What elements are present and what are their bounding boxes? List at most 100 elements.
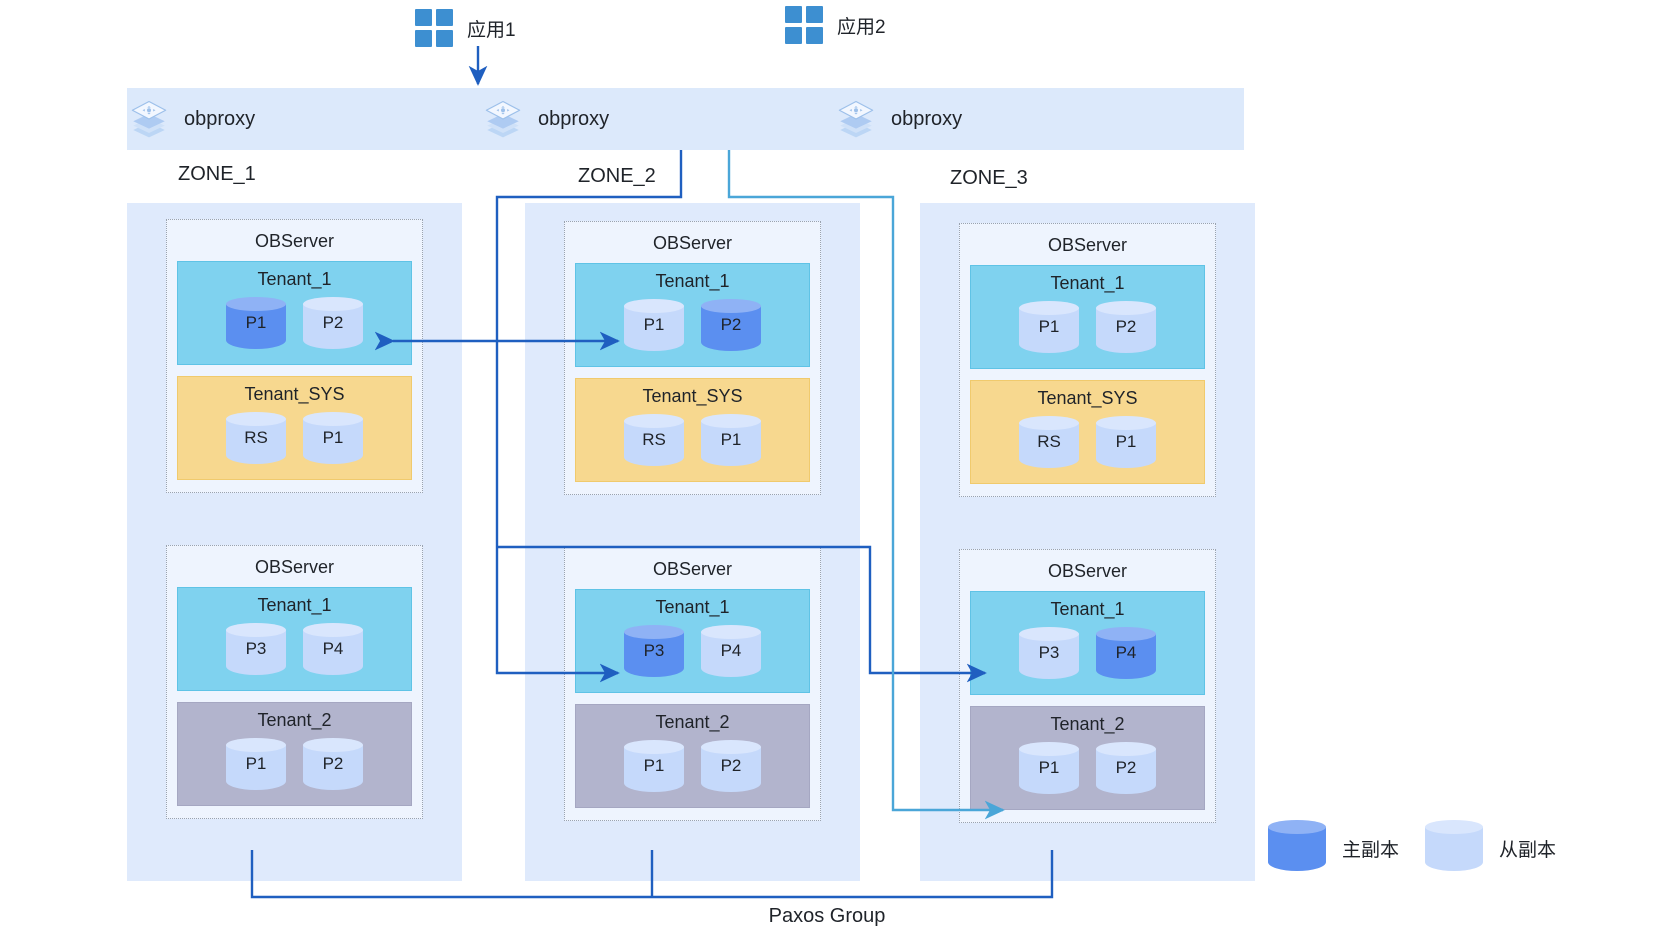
observer-title: OBServer bbox=[254, 231, 335, 251]
replica-p3-primary: P3 bbox=[624, 625, 684, 682]
cylinder-body bbox=[1096, 749, 1156, 794]
legend: 主副本 从副本 bbox=[1268, 820, 1556, 876]
cylinder-top bbox=[303, 623, 363, 637]
cylinder-top bbox=[1096, 627, 1156, 641]
replica-p2-follower: P2 bbox=[701, 740, 761, 797]
replica-label: P3 bbox=[245, 639, 267, 658]
cylinder-top bbox=[303, 297, 363, 311]
cylinder-top bbox=[226, 297, 286, 311]
replica-p1-follower: P1 bbox=[624, 740, 684, 797]
grid-4-squares-icon bbox=[415, 9, 453, 47]
tenant-tenant_sys: Tenant_SYS RS P1 bbox=[177, 376, 412, 480]
replica-p1-follower: P1 bbox=[701, 414, 761, 471]
replica-p2-follower: P2 bbox=[303, 738, 363, 795]
cylinder-body bbox=[303, 304, 363, 349]
obproxy-2: obproxy bbox=[482, 88, 609, 150]
cylinder-body bbox=[226, 419, 286, 464]
cylinder-body bbox=[1096, 634, 1156, 679]
cylinder-top bbox=[1096, 301, 1156, 315]
replica-label: P1 bbox=[322, 428, 344, 447]
replica-rs-follower: RS bbox=[1019, 416, 1079, 473]
replica-rs-follower: RS bbox=[226, 412, 286, 469]
legend-label-primary: 主副本 bbox=[1342, 839, 1400, 861]
replica-label: P3 bbox=[643, 641, 665, 660]
replica-row: RS P1 bbox=[178, 412, 411, 469]
tenant-title: Tenant_2 bbox=[655, 712, 730, 732]
tenant-tenant_sys: Tenant_SYS RS P1 bbox=[970, 380, 1205, 484]
replica-row: P1 P2 bbox=[576, 740, 809, 797]
replica-rs-follower: RS bbox=[624, 414, 684, 471]
follower-replica-icon bbox=[1425, 820, 1484, 876]
tenant-title: Tenant_SYS bbox=[642, 386, 743, 406]
app-2-label: 应用2 bbox=[837, 16, 886, 38]
replica-p2-follower: P2 bbox=[303, 297, 363, 354]
cylinder-top bbox=[1019, 742, 1079, 756]
tenant-title: Tenant_1 bbox=[1050, 273, 1125, 293]
zone-1-label: ZONE_1 bbox=[178, 163, 256, 185]
cylinder-top bbox=[1096, 416, 1156, 430]
replica-label: P1 bbox=[1038, 317, 1060, 336]
cylinder-body bbox=[226, 745, 286, 790]
cylinder-body bbox=[1019, 423, 1079, 468]
cylinder-top bbox=[226, 412, 286, 426]
cylinder-top bbox=[1096, 742, 1156, 756]
replica-row: RS P1 bbox=[971, 416, 1204, 473]
observer-title: OBServer bbox=[652, 233, 733, 253]
cylinder-top bbox=[1019, 301, 1079, 315]
obproxy-3-label: obproxy bbox=[891, 107, 963, 130]
tenant-title: Tenant_SYS bbox=[1037, 388, 1138, 408]
obproxy-3: obproxy bbox=[835, 88, 962, 150]
replica-p1-follower: P1 bbox=[1096, 416, 1156, 473]
replica-p2-primary: P2 bbox=[701, 299, 761, 356]
observer-title: OBServer bbox=[254, 557, 335, 577]
replica-p2-follower: P2 bbox=[1096, 301, 1156, 358]
replica-p4-follower: P4 bbox=[701, 625, 761, 682]
cylinder-body bbox=[1019, 634, 1079, 679]
cylinder-top bbox=[624, 625, 684, 639]
replica-label: P2 bbox=[1115, 317, 1137, 336]
cylinder-top bbox=[701, 414, 761, 428]
tenant-title: Tenant_2 bbox=[257, 710, 332, 730]
legend-item-primary: 主副本 bbox=[1268, 820, 1399, 876]
replica-p1-follower: P1 bbox=[624, 299, 684, 356]
cylinder-top bbox=[226, 623, 286, 637]
cylinder-top bbox=[303, 412, 363, 426]
cylinder-top bbox=[701, 299, 761, 313]
app-1-label: 应用1 bbox=[467, 19, 516, 41]
replica-label: P1 bbox=[643, 315, 665, 334]
cylinder-top bbox=[701, 625, 761, 639]
observer-title: OBServer bbox=[1047, 235, 1128, 255]
zone-3-label: ZONE_3 bbox=[950, 167, 1028, 189]
tenant-title: Tenant_1 bbox=[257, 269, 332, 289]
cylinder-body bbox=[1096, 308, 1156, 353]
obproxy-2-label: obproxy bbox=[538, 107, 610, 130]
tenant-title: Tenant_1 bbox=[257, 595, 332, 615]
tenant-title: Tenant_1 bbox=[655, 597, 730, 617]
replica-label: RS bbox=[642, 430, 666, 449]
cylinder-body bbox=[226, 630, 286, 675]
replica-p1-follower: P1 bbox=[303, 412, 363, 469]
app-1: 应用1 bbox=[415, 9, 516, 47]
grid-4-squares-icon bbox=[785, 6, 823, 44]
replica-label: RS bbox=[1037, 432, 1061, 451]
replica-label: P2 bbox=[720, 315, 742, 334]
replica-p1-follower: P1 bbox=[1019, 301, 1079, 358]
replica-row: P3 P4 bbox=[576, 625, 809, 682]
tenant-title: Tenant_SYS bbox=[244, 384, 345, 404]
